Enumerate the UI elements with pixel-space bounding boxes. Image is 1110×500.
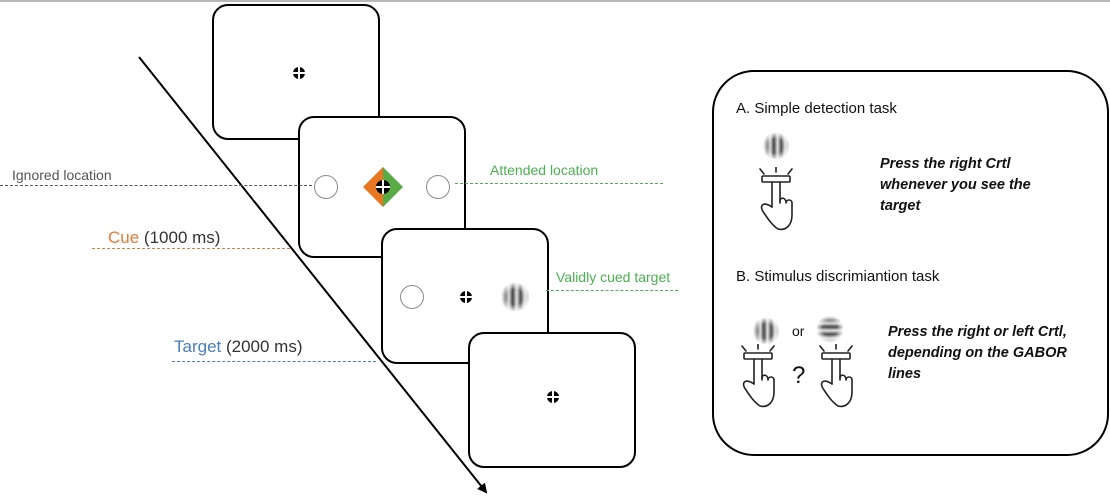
task-a-instruction: Press the right Crtl whenever you see th…	[880, 156, 1031, 214]
task-b-instruction: Press the right or left Crtl, depending …	[888, 324, 1067, 382]
target-label: Target (2000 ms)	[174, 337, 303, 357]
attended-location-label: Attended location	[490, 162, 599, 178]
fixation-cross-icon	[459, 290, 473, 304]
cue-word: Cue	[108, 228, 140, 247]
vertical-gabor-icon	[752, 317, 780, 345]
attended-location-dashline	[455, 183, 663, 184]
finger-press-icon	[759, 167, 793, 231]
task-a-title: A. Simple detection task	[736, 100, 897, 117]
right-placeholder-circle	[426, 175, 450, 199]
valid-target-label: Validly cued target	[556, 269, 671, 285]
left-placeholder-circle	[400, 285, 424, 309]
left-placeholder-circle	[314, 175, 338, 199]
cue-diamond-icon	[363, 167, 403, 207]
fixation-cross-icon	[546, 390, 560, 404]
top-border-line	[0, 0, 1110, 2]
cue-duration: (1000 ms)	[143, 228, 221, 247]
finger-press-icon	[819, 344, 853, 408]
cue-label: Cue (1000 ms)	[108, 228, 220, 248]
fixation-cross-icon	[292, 66, 306, 80]
task-panel: A. Simple detection task Press the right…	[712, 70, 1109, 456]
or-text: or	[792, 323, 805, 339]
target-dashline	[172, 361, 376, 362]
ignored-location-label: Ignored location	[12, 167, 112, 183]
vertical-gabor-icon	[762, 132, 790, 160]
target-word: Target	[174, 337, 222, 356]
horizontal-gabor-icon	[816, 315, 844, 343]
valid-target-dashline	[546, 290, 678, 291]
vertical-gabor-icon	[501, 283, 529, 311]
question-mark: ?	[792, 362, 806, 389]
task-b-title: B. Stimulus discrimiantion task	[736, 268, 940, 285]
target-duration: (2000 ms)	[225, 337, 303, 356]
cue-screen	[298, 116, 466, 258]
end-fixation-screen	[468, 332, 636, 468]
cue-dashline	[92, 248, 290, 249]
finger-press-icon	[741, 344, 775, 408]
ignored-location-dashline	[0, 185, 312, 186]
